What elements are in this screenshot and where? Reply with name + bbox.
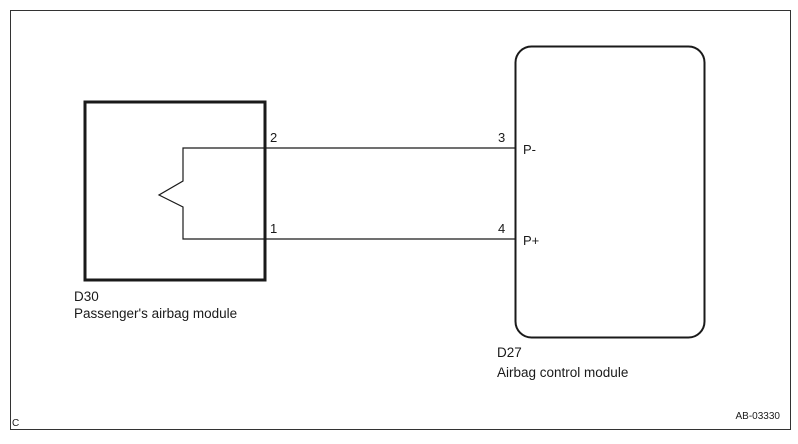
- figure-id: AB-03330: [736, 411, 781, 422]
- passenger-module-connector: D30: [74, 289, 99, 304]
- terminal-label-p-minus: P-: [523, 142, 536, 157]
- pin-label-1: 1: [270, 221, 277, 236]
- corner-mark: C: [12, 418, 19, 429]
- passenger-airbag-module-box: [83, 100, 267, 282]
- airbag-control-module-box: [514, 45, 706, 339]
- passenger-module-name: Passenger's airbag module: [74, 306, 237, 321]
- diagram-frame: [10, 10, 791, 430]
- squib-symbol: [157, 147, 265, 240]
- pin-label-3: 3: [498, 130, 505, 145]
- control-module-name: Airbag control module: [497, 365, 628, 380]
- pin-label-2: 2: [270, 130, 277, 145]
- terminal-label-p-plus: P+: [523, 233, 539, 248]
- control-module-connector: D27: [497, 345, 522, 360]
- pin-label-4: 4: [498, 221, 505, 236]
